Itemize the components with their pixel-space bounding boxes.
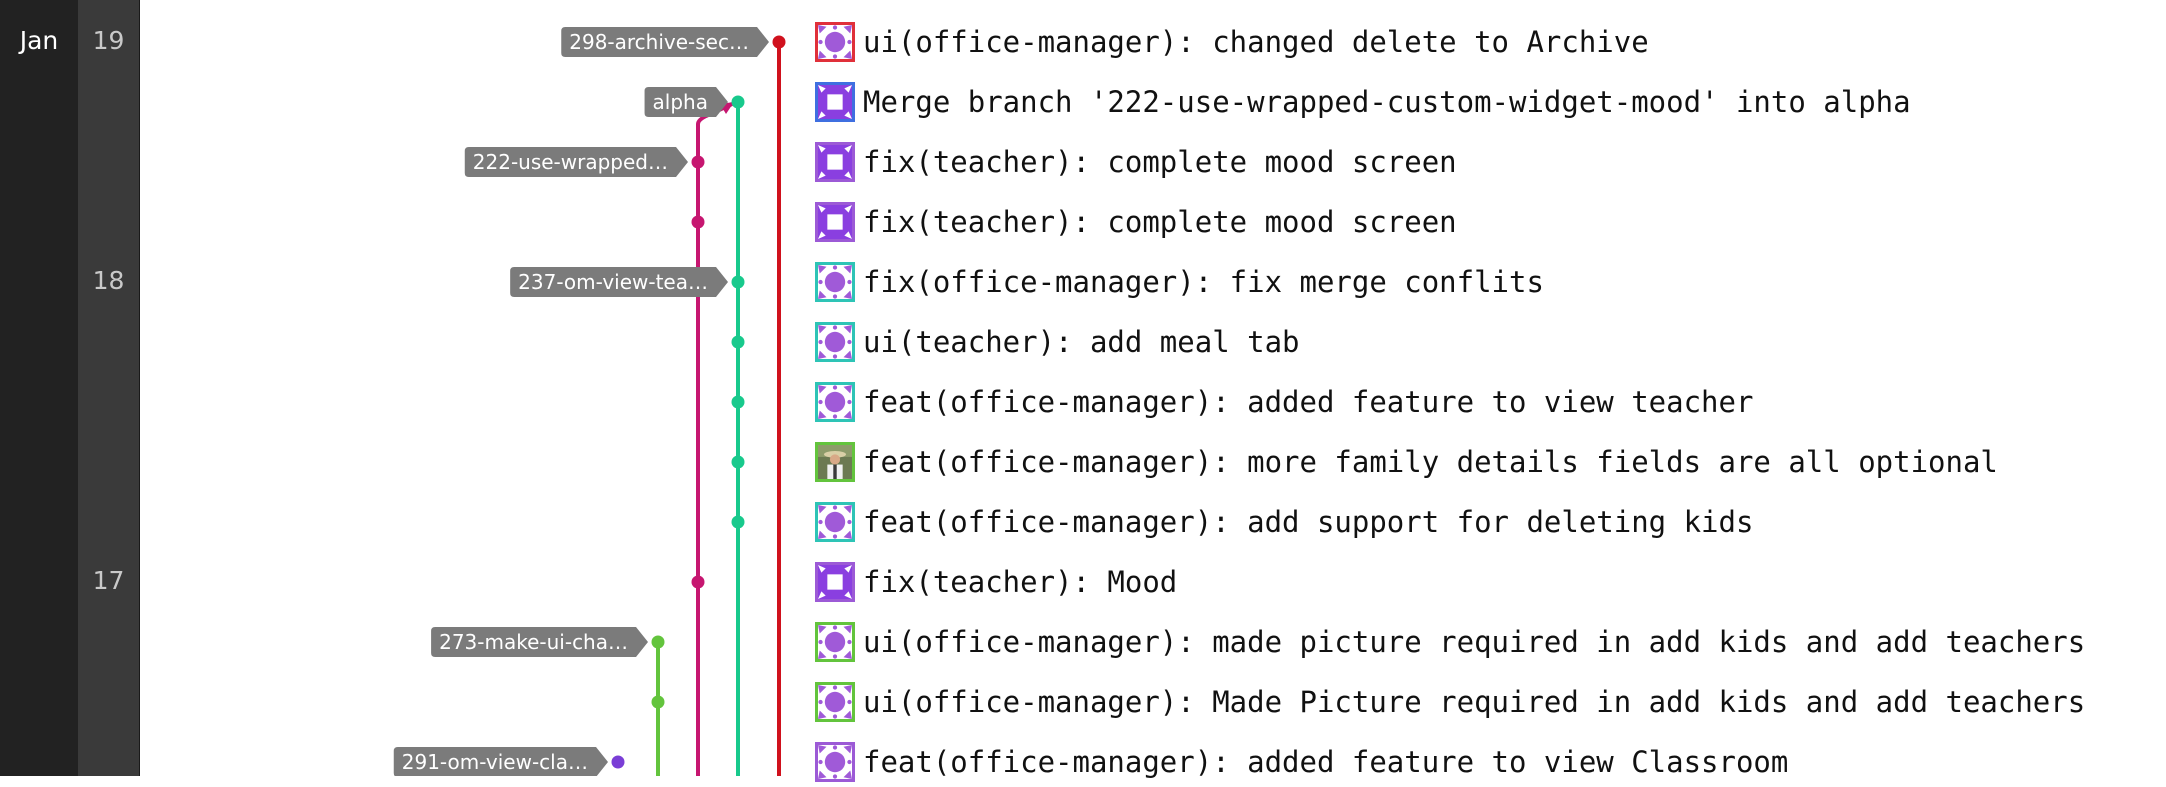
commit-row[interactable]: feat(office-manager): more family detail… <box>815 437 2166 487</box>
commit-node[interactable] <box>651 635 665 649</box>
commit-row[interactable]: ui(office-manager): made picture require… <box>815 617 2166 667</box>
commit-row[interactable]: feat(office-manager): added feature to v… <box>815 377 2166 427</box>
commit-row[interactable]: fix(teacher): complete mood screen <box>815 197 2166 247</box>
commit-message: feat(office-manager): added feature to v… <box>863 385 1754 419</box>
author-avatar[interactable] <box>815 322 855 362</box>
month-label: Jan <box>19 26 59 55</box>
ref-tag-label: 298-archive-sec… <box>569 30 749 54</box>
commit-message: fix(teacher): Mood <box>863 565 1178 599</box>
commit-message: fix(office-manager): fix merge conflits <box>863 265 1544 299</box>
commit-node[interactable] <box>651 695 665 709</box>
author-avatar[interactable] <box>815 142 855 182</box>
commit-row[interactable]: fix(teacher): complete mood screen <box>815 137 2166 187</box>
author-avatar[interactable] <box>815 502 855 542</box>
author-avatar[interactable] <box>815 442 855 482</box>
commit-node[interactable] <box>731 335 745 349</box>
day-label-17: 17 <box>92 566 125 595</box>
commit-message: ui(teacher): add meal tab <box>863 325 1300 359</box>
author-avatar[interactable] <box>815 382 855 422</box>
commit-node[interactable] <box>611 755 625 769</box>
commit-message: ui(office-manager): Made Picture require… <box>863 685 2086 719</box>
commit-message: feat(office-manager): added feature to v… <box>863 745 1789 779</box>
day-label-19: 19 <box>92 26 125 55</box>
commit-row[interactable]: ui(teacher): add meal tab <box>815 317 2166 367</box>
author-avatar[interactable] <box>815 682 855 722</box>
ref-tag-label: alpha <box>653 90 708 114</box>
timeline-month-column: Jan <box>0 0 78 776</box>
commit-row[interactable]: Merge branch '222-use-wrapped-custom-wid… <box>815 77 2166 127</box>
commit-node[interactable] <box>691 215 705 229</box>
author-avatar[interactable] <box>815 262 855 302</box>
commit-message: ui(office-manager): changed delete to Ar… <box>863 25 1649 59</box>
commit-row[interactable]: fix(office-manager): fix merge conflits <box>815 257 2166 307</box>
commit-row[interactable]: ui(office-manager): Made Picture require… <box>815 677 2166 727</box>
ref-tag[interactable]: 222-use-wrapped… <box>464 147 688 177</box>
ref-tag[interactable]: 298-archive-sec… <box>561 27 769 57</box>
commit-message: ui(office-manager): made picture require… <box>863 625 2086 659</box>
commit-row[interactable]: ui(office-manager): changed delete to Ar… <box>815 17 2166 67</box>
author-avatar[interactable] <box>815 22 855 62</box>
commit-message: Merge branch '222-use-wrapped-custom-wid… <box>863 85 1911 119</box>
commit-message: fix(teacher): complete mood screen <box>863 145 1457 179</box>
commit-message: feat(office-manager): add support for de… <box>863 505 1754 539</box>
commit-row[interactable]: feat(office-manager): added feature to v… <box>815 737 2166 787</box>
commit-node[interactable] <box>691 575 705 589</box>
timeline-day-column: 19 18 17 <box>78 0 140 776</box>
day-label-18: 18 <box>92 266 125 295</box>
commit-node[interactable] <box>731 275 745 289</box>
ref-tag-label: 237-om-view-tea… <box>518 270 708 294</box>
author-avatar[interactable] <box>815 202 855 242</box>
ref-tag[interactable]: 237-om-view-tea… <box>510 267 728 297</box>
commit-graph: 298-archive-sec… alpha 222-use-wrapped… 237… <box>393 27 786 776</box>
commit-node[interactable] <box>691 155 705 169</box>
ref-tag[interactable]: 291-om-view-cla… <box>393 747 608 776</box>
commit-node[interactable] <box>731 455 745 469</box>
commit-row[interactable]: fix(teacher): Mood <box>815 557 2166 607</box>
ref-tag-label: 273-make-ui-cha… <box>439 630 628 654</box>
author-avatar[interactable] <box>815 82 855 122</box>
ref-tag[interactable]: 273-make-ui-cha… <box>431 627 648 657</box>
commit-message: feat(office-manager): more family detail… <box>863 445 1998 479</box>
commit-node[interactable] <box>772 35 786 49</box>
commit-message: fix(teacher): complete mood screen <box>863 205 1457 239</box>
commit-node[interactable] <box>731 95 745 109</box>
author-avatar[interactable] <box>815 742 855 782</box>
commit-node[interactable] <box>731 515 745 529</box>
ref-tag-label: 291-om-view-cla… <box>402 750 588 774</box>
author-avatar[interactable] <box>815 622 855 662</box>
ref-tag-label: 222-use-wrapped… <box>473 150 668 174</box>
commit-node[interactable] <box>731 395 745 409</box>
author-avatar[interactable] <box>815 562 855 602</box>
ref-tag[interactable]: alpha <box>644 87 728 117</box>
commit-row[interactable]: feat(office-manager): add support for de… <box>815 497 2166 547</box>
